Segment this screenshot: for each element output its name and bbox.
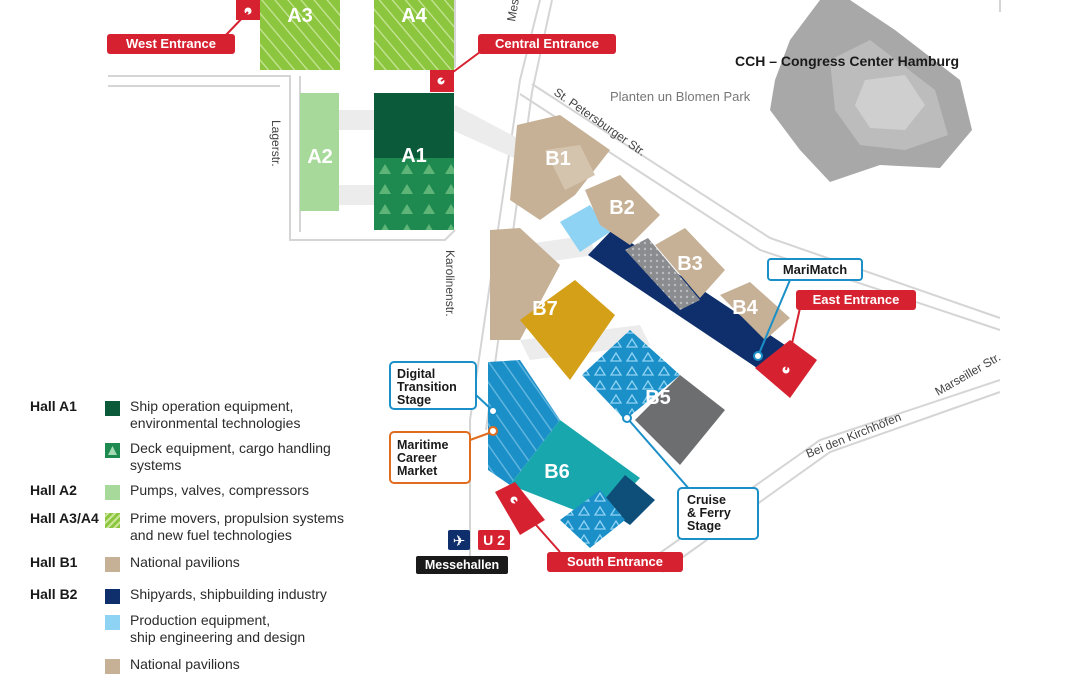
park-label: Planten un Blomen Park	[610, 89, 751, 104]
hall-b7[interactable]	[520, 280, 615, 380]
west-entrance-label: West Entrance	[126, 36, 216, 51]
legend-hall: Hall A2	[30, 482, 77, 498]
career-market-dot	[488, 426, 498, 436]
legend-swatch	[105, 401, 120, 416]
legend-text: National pavilions	[130, 656, 240, 672]
hall-b2[interactable]	[585, 175, 660, 245]
hall-a1-deck-area[interactable]	[374, 158, 454, 230]
digital-stage-dot	[488, 406, 498, 416]
hall-a1[interactable]	[374, 93, 454, 158]
legend-text: Ship operation equipment,environmental t…	[130, 398, 301, 431]
hall-a4[interactable]	[374, 0, 454, 70]
legend-hall: Hall A3/A4	[30, 510, 99, 526]
south-entrance-callout[interactable]	[547, 552, 683, 572]
hall-b3[interactable]	[655, 228, 725, 298]
legend-swatch	[105, 589, 120, 604]
hall-a4-label: A4	[401, 5, 427, 27]
hall-a1-label: A1	[401, 145, 427, 167]
legend-text: Pumps, valves, compressors	[130, 482, 309, 498]
legend-text: Shipyards, shipbuilding industry	[130, 586, 327, 602]
legend-swatch	[105, 557, 120, 572]
hall-b7-label: B7	[532, 298, 558, 320]
legend-hall: Hall A1	[30, 398, 77, 414]
career-market-line2: Career	[397, 451, 437, 465]
kirchhoefen-label: Bei den Kirchhöfen	[804, 410, 903, 461]
hatch-swatch	[105, 513, 120, 528]
hall-a2[interactable]	[300, 93, 339, 211]
u2-badge	[478, 530, 510, 550]
hall-b3-label: B3	[677, 253, 703, 275]
legend-text: National pavilions	[130, 554, 240, 570]
hall-b6-label: B6	[544, 461, 570, 483]
legend-hall: Hall B1	[30, 554, 78, 570]
hall-b2-label: B2	[609, 197, 635, 219]
digital-stage-line3: Stage	[397, 393, 431, 407]
cruise-stage-line3: Stage	[687, 519, 721, 533]
airplane-icon	[448, 530, 470, 550]
hall-b1-label: B1	[545, 148, 571, 170]
hall-a3-label: A3	[287, 5, 313, 27]
hall-b5-pattern[interactable]	[582, 330, 680, 420]
triangle-icon	[105, 443, 120, 458]
messe-str-label: Mes	[504, 0, 522, 23]
legend-hall: Hall B2	[30, 586, 78, 602]
career-market-line3: Market	[397, 464, 438, 478]
hall-b6-pattern	[560, 490, 625, 548]
hall-b4[interactable]	[720, 282, 790, 340]
career-market-line1: Maritime	[397, 438, 448, 452]
digital-stage-callout[interactable]	[389, 361, 477, 410]
cruise-stage-dot	[622, 413, 632, 423]
marimatch-dot	[753, 351, 763, 361]
cruise-stage-line1: Cruise	[687, 493, 726, 507]
cruise-stage-callout[interactable]	[677, 487, 759, 540]
east-entrance-callout[interactable]	[796, 290, 916, 310]
cruise-stage-line2: & Ferry	[687, 506, 731, 520]
cch-building: CCH – Congress Center Hamburg	[735, 0, 972, 182]
hall-a2-label: A2	[307, 146, 333, 168]
west-entrance-callout[interactable]	[107, 34, 235, 54]
hall-b6-digital-area[interactable]	[488, 360, 560, 485]
legend-swatch	[105, 485, 120, 500]
hall-b6[interactable]	[510, 420, 640, 520]
career-market-callout[interactable]	[389, 431, 471, 484]
u2-label: U 2	[483, 532, 505, 548]
airplane-glyph: ✈	[453, 533, 466, 550]
hall-a3[interactable]	[260, 0, 340, 70]
south-entrance-label: South Entrance	[567, 554, 663, 569]
legend-text: Production equipment,ship engineering an…	[130, 612, 306, 645]
digital-stage-line1: Digital	[397, 367, 435, 381]
hall-b4-label: B4	[732, 297, 758, 319]
east-entrance-label: East Entrance	[813, 292, 900, 307]
hall-b7-pavilion[interactable]	[490, 228, 560, 340]
digital-stage-line2: Transition	[397, 380, 457, 394]
marimatch-label: MariMatch	[783, 262, 847, 277]
cch-label: CCH – Congress Center Hamburg	[735, 53, 959, 69]
hall-b1-courtyard	[545, 145, 595, 190]
marimatch-callout[interactable]	[767, 258, 863, 281]
central-entrance-callout[interactable]	[478, 34, 616, 54]
hall-b5[interactable]	[635, 375, 725, 465]
lagerstr-label: Lagerstr.	[269, 120, 283, 167]
legend-swatch	[105, 659, 120, 674]
legend-swatch	[105, 615, 120, 630]
messehallen-label: Messehallen	[425, 558, 499, 572]
messehallen-badge	[416, 556, 508, 574]
hall-b5-label: B5	[645, 387, 671, 409]
karolinenstr-label: Karolinenstr.	[443, 250, 457, 317]
hall-b3-gray-strip	[625, 238, 700, 310]
central-entrance-label: Central Entrance	[495, 36, 599, 51]
